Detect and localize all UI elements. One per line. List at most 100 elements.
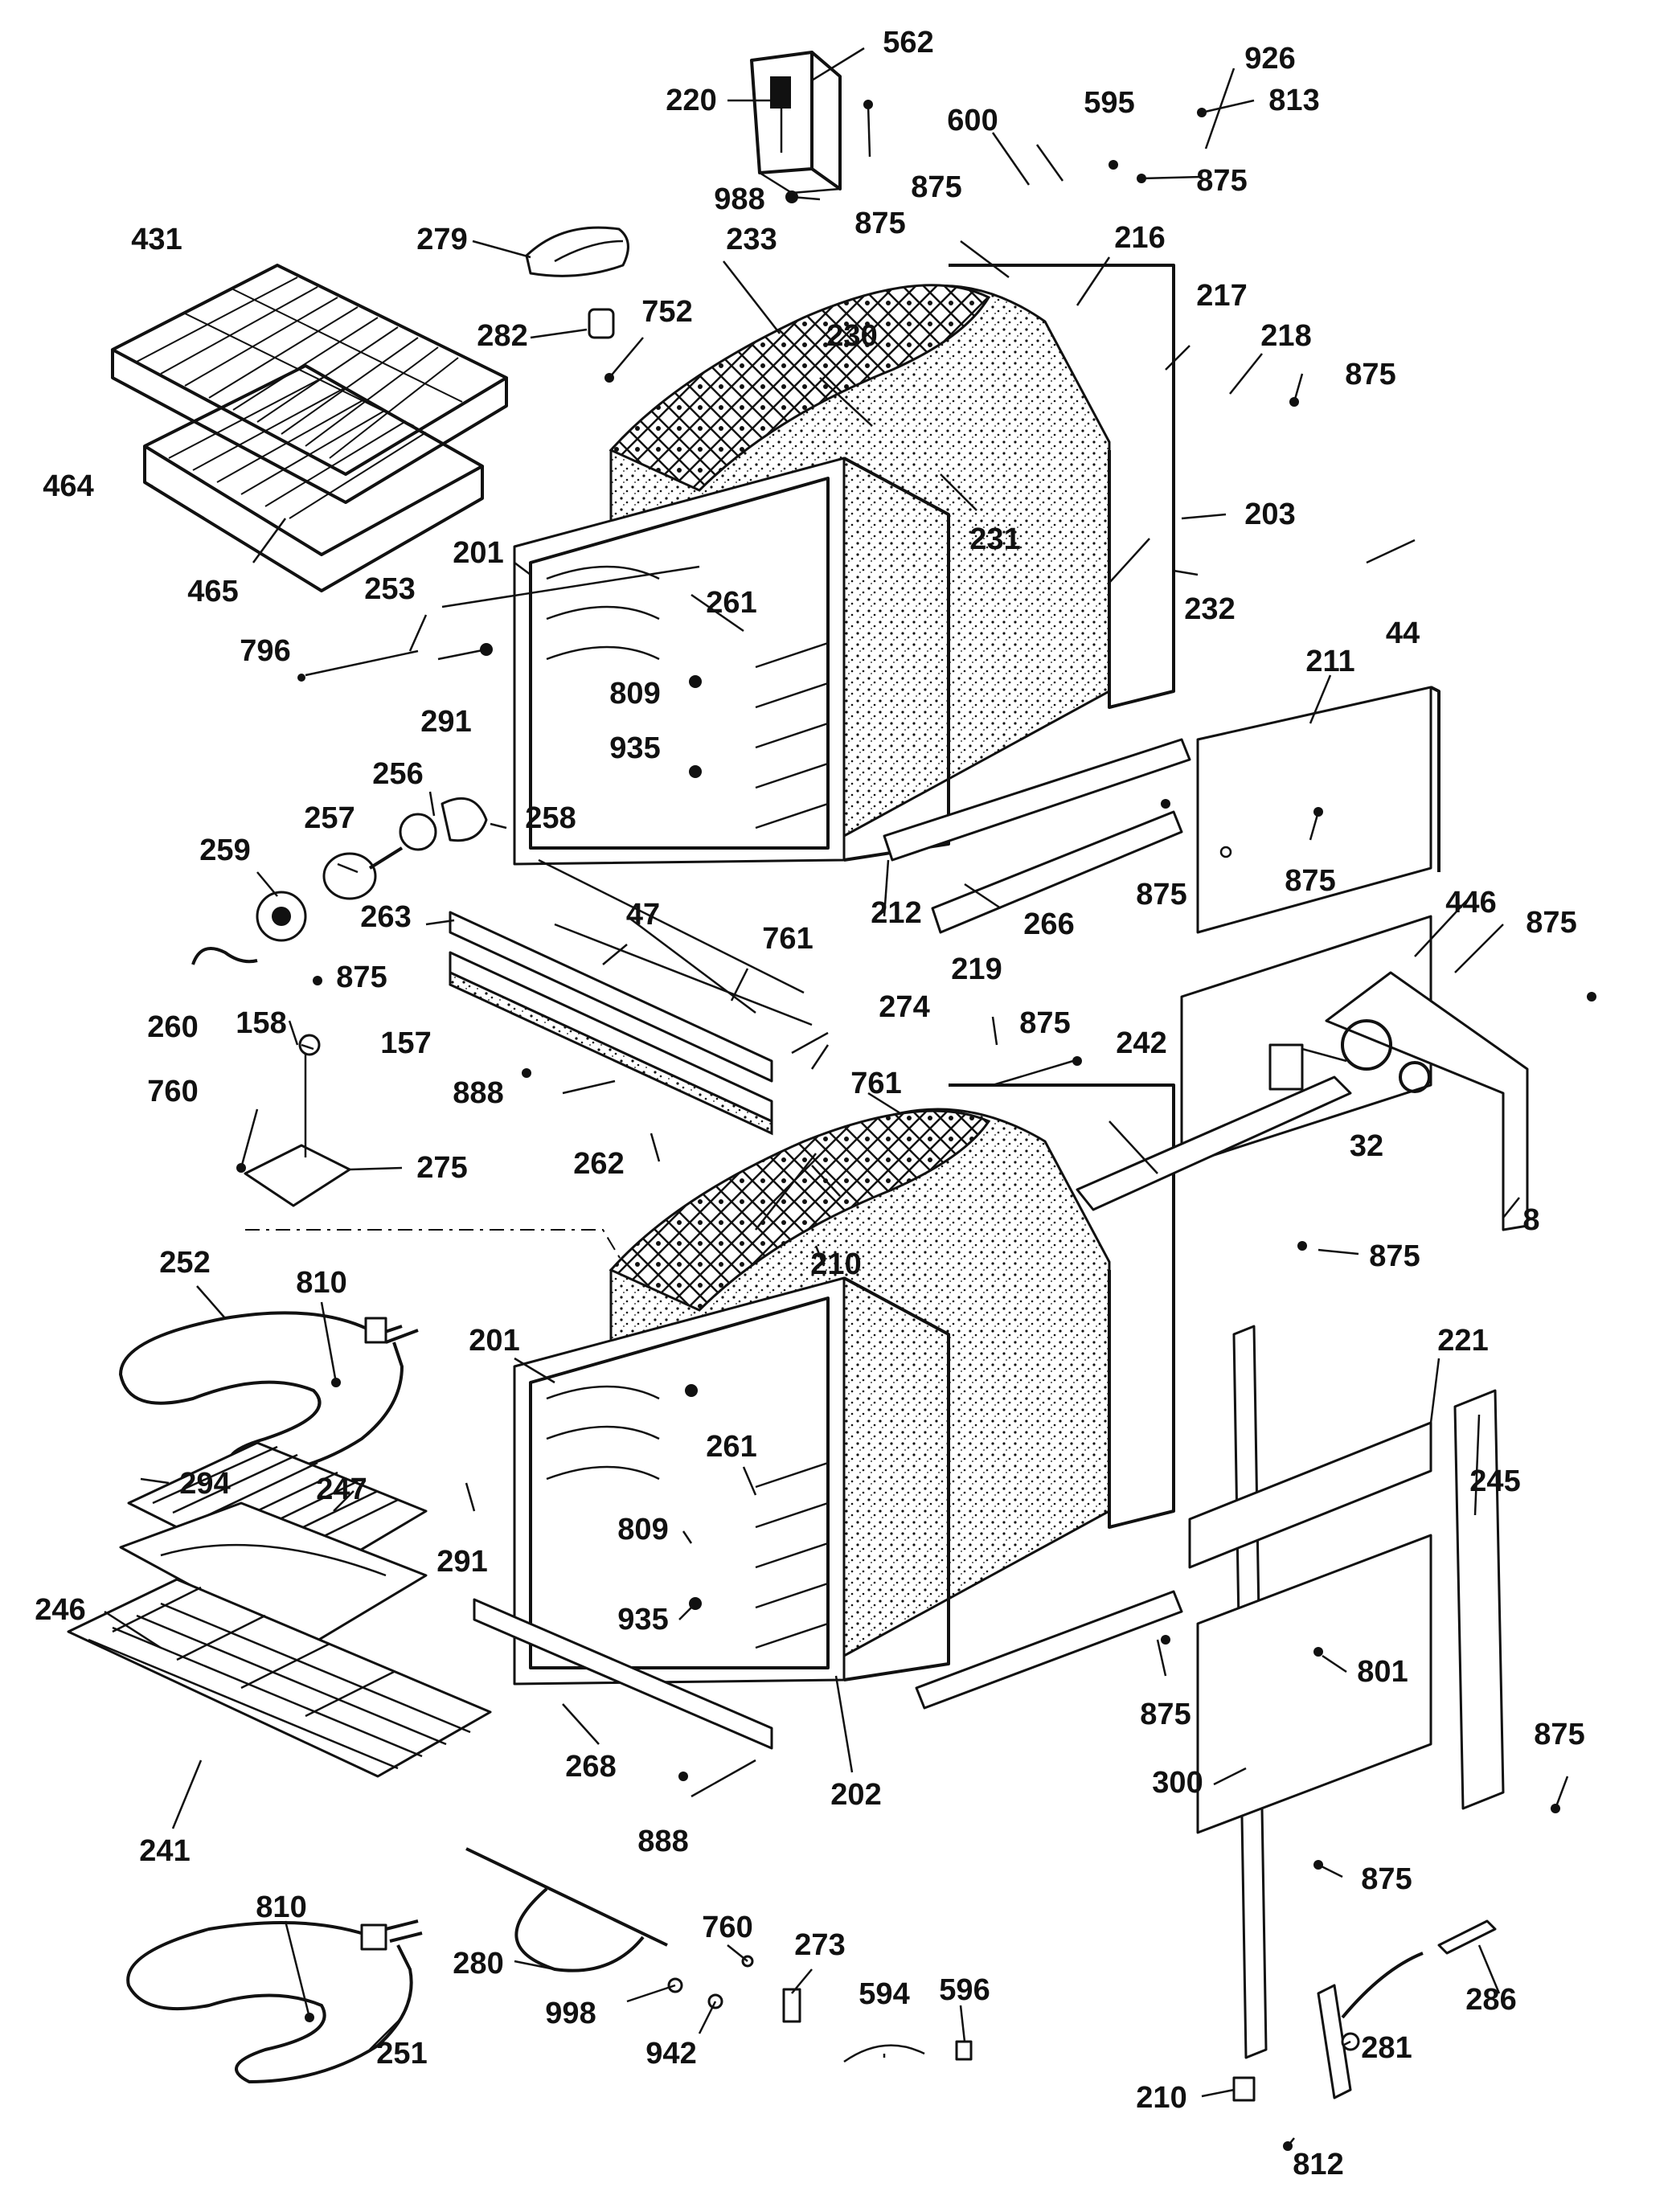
callout-431: 431: [131, 223, 182, 256]
callout-274: 274: [879, 990, 929, 1024]
callout-221: 221: [1437, 1324, 1488, 1358]
callout-875-k: 875: [1140, 1698, 1190, 1731]
callout-268: 268: [565, 1750, 616, 1784]
callout-761-a: 761: [762, 922, 813, 956]
callout-875-b: 875: [1196, 164, 1247, 198]
callout-875-f: 875: [1136, 878, 1186, 911]
callout-282: 282: [477, 319, 527, 353]
callout-273: 273: [794, 1928, 845, 1962]
callout-261-upper: 261: [706, 586, 756, 620]
callout-813: 813: [1268, 84, 1319, 117]
callout-245: 245: [1469, 1464, 1520, 1498]
light-cover-279: [525, 226, 629, 383]
callout-44: 44: [1386, 616, 1420, 650]
callout-201-lower: 201: [469, 1324, 519, 1358]
trim-266: [883, 738, 1191, 934]
callout-32: 32: [1350, 1129, 1383, 1163]
callout-942: 942: [645, 2037, 696, 2071]
callout-260: 260: [147, 1010, 198, 1044]
oven-rack-431: [111, 264, 508, 504]
callout-760-lower: 760: [702, 1911, 752, 1944]
callout-760-upper: 760: [147, 1075, 198, 1108]
callout-263: 263: [360, 900, 411, 934]
callout-242: 242: [1116, 1026, 1166, 1060]
callout-810-lower: 810: [256, 1890, 306, 1924]
callout-210-upper: 210: [810, 1247, 861, 1281]
vent-263: [449, 911, 773, 1136]
callout-935-upper: 935: [609, 731, 660, 765]
callout-253: 253: [364, 572, 415, 606]
callout-752: 752: [641, 295, 692, 329]
callout-761-b: 761: [850, 1067, 901, 1100]
callout-291-upper: 291: [420, 705, 471, 739]
callout-246: 246: [35, 1593, 85, 1627]
callout-281: 281: [1361, 2031, 1412, 2065]
callout-157: 157: [380, 1026, 431, 1060]
callout-259: 259: [199, 834, 250, 867]
callout-809-lower: 809: [617, 1513, 668, 1546]
callout-232: 232: [1184, 592, 1235, 626]
callout-261-lower: 261: [706, 1430, 756, 1464]
callout-875-d: 875: [1345, 358, 1395, 391]
callout-279: 279: [416, 223, 467, 256]
callout-875-h: 875: [336, 961, 387, 994]
callout-562: 562: [883, 26, 933, 59]
callout-212: 212: [871, 896, 921, 930]
callout-875-a: 875: [854, 207, 905, 240]
callout-203: 203: [1244, 498, 1295, 531]
callout-247: 247: [316, 1473, 367, 1506]
callout-875-j: 875: [1369, 1239, 1420, 1273]
callout-935-lower: 935: [617, 1603, 668, 1636]
callout-257: 257: [304, 801, 354, 835]
callout-233: 233: [726, 223, 777, 256]
callout-812: 812: [1293, 2148, 1343, 2181]
callout-251: 251: [376, 2037, 427, 2071]
callout-810-upper: 810: [296, 1266, 346, 1300]
callout-875-e: 875: [1285, 864, 1335, 898]
callout-211: 211: [1305, 645, 1354, 678]
callout-266: 266: [1023, 907, 1074, 941]
callout-252: 252: [159, 1246, 210, 1280]
callout-594: 594: [859, 1977, 909, 2011]
oven-light-assembly: [191, 797, 488, 965]
part-callouts: 562 220 926 813 595 600 875 988 875 875 …: [35, 26, 1584, 2181]
control-bracket-220: [750, 51, 842, 203]
callout-231: 231: [969, 522, 1020, 556]
callout-875-i: 875: [1019, 1006, 1070, 1040]
callout-216: 216: [1114, 221, 1165, 255]
side-panel-221: [1188, 1389, 1505, 1834]
callout-465: 465: [187, 575, 238, 608]
callout-875-m: 875: [1361, 1862, 1412, 1896]
callout-262: 262: [573, 1147, 624, 1181]
callout-217: 217: [1196, 279, 1247, 313]
callout-809-upper: 809: [609, 677, 660, 711]
callout-210-lower: 210: [1136, 2081, 1186, 2115]
callout-888-lower: 888: [637, 1825, 688, 1858]
callout-446: 446: [1445, 886, 1496, 920]
trim-268: [473, 1590, 1183, 1750]
callout-201-upper: 201: [453, 536, 503, 570]
callout-875-c: 875: [911, 170, 961, 204]
upper-oven-cavity: [513, 264, 1175, 866]
callout-256: 256: [372, 757, 423, 791]
callout-801: 801: [1357, 1655, 1408, 1689]
callout-258: 258: [525, 801, 576, 835]
callout-600: 600: [947, 104, 998, 137]
back-panel-446: [1180, 915, 1529, 1231]
callout-202: 202: [830, 1778, 881, 1812]
crosspiece-242: [1076, 1043, 1352, 1211]
callout-926: 926: [1244, 42, 1295, 76]
oven-rack-464: [143, 364, 484, 592]
callout-998: 998: [545, 1997, 596, 2030]
callout-8: 8: [1522, 1203, 1539, 1237]
callout-796: 796: [240, 634, 290, 668]
callout-596: 596: [939, 1973, 990, 2007]
callout-888-upper: 888: [453, 1076, 503, 1110]
callout-291-lower: 291: [436, 1545, 487, 1579]
callout-464: 464: [43, 469, 93, 503]
callout-595: 595: [1084, 86, 1134, 120]
callout-294: 294: [179, 1467, 230, 1501]
bake-element-252: [119, 1311, 419, 1477]
oven-sensor-280: [465, 1847, 973, 2063]
